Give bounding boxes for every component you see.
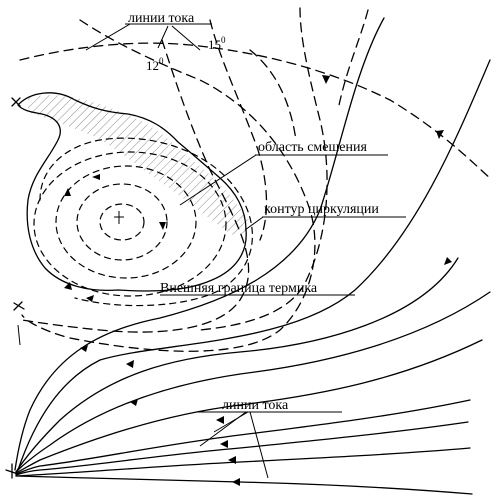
- circulation-rings: [33, 137, 253, 307]
- thermal-boundary-curve: [17, 92, 247, 292]
- circulation-label-leader: [244, 216, 264, 231]
- streamlines: [14, 17, 491, 495]
- isotherm-lines: [19, 7, 493, 352]
- vortex-center-marker: [114, 211, 124, 224]
- ring-arrow-marks: [64, 174, 166, 302]
- streamline-arrows: [80, 75, 452, 486]
- mixing-region-hatch: [28, 95, 249, 236]
- isotherm-15-label: 150: [208, 35, 226, 52]
- circulation-contour-label: контур циркуляции: [264, 202, 379, 217]
- mixing-label-leader: [179, 154, 257, 206]
- top-label-leader-left: [85, 23, 131, 51]
- top-label-leader-right: [171, 25, 201, 51]
- top-label-leader-mid: [157, 25, 169, 49]
- mixing-region-label: область смешения: [258, 140, 367, 155]
- streamlines-bottom-label: линии тока: [222, 398, 289, 413]
- edge-markers: [5, 97, 25, 479]
- streamlines-top-label: линии тока: [128, 11, 195, 26]
- bottom-label-leader-2: [213, 411, 249, 433]
- bottom-label-leader-3: [249, 411, 269, 479]
- isotherm-12-label: 120: [146, 56, 164, 73]
- thermal-boundary-label: Внешняя граница термика: [160, 281, 318, 296]
